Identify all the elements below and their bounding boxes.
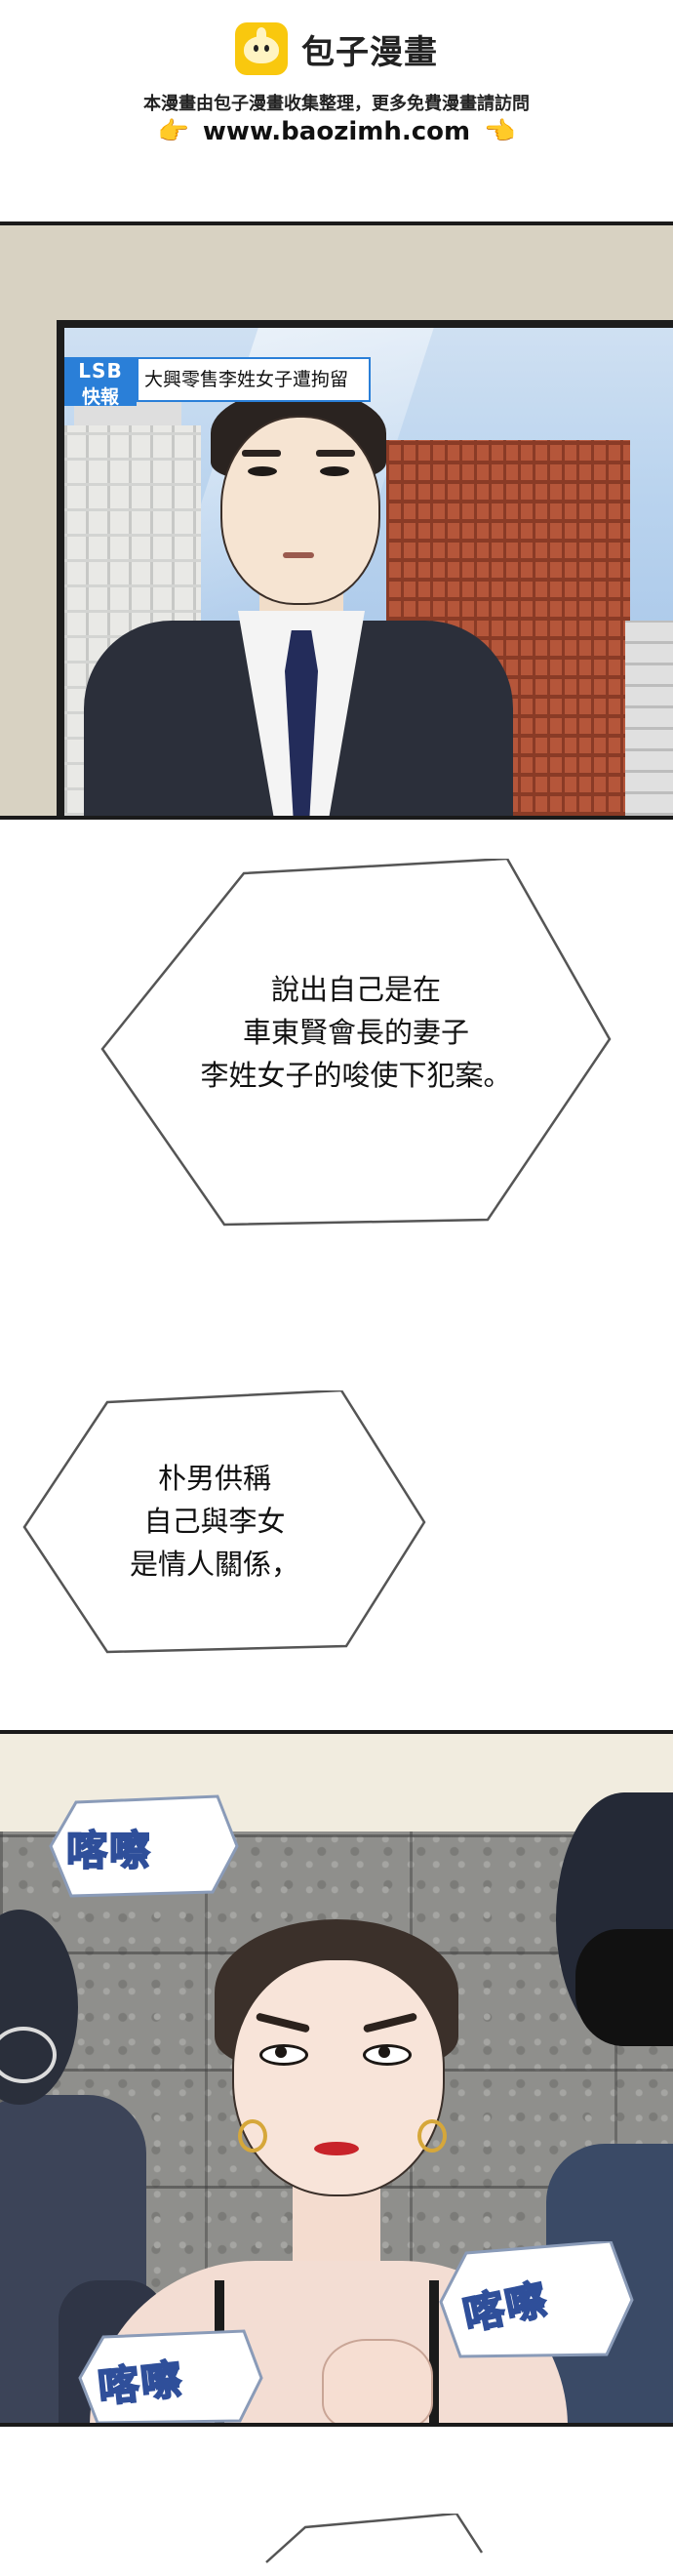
logo-row: 包子漫畫 — [0, 20, 673, 78]
news-headline: 大興零售李姓女子遭拘留 — [137, 357, 371, 402]
news-flash-label: 快報 — [81, 386, 119, 408]
caption-line: 自己與李女 — [143, 1505, 286, 1538]
caption-line: 是情人關係， — [129, 1548, 299, 1581]
pointing-hand-icon: 👉 — [157, 117, 189, 146]
tv-screen: LSB 快報 大興零售李姓女子遭拘留 — [64, 328, 673, 816]
woman-strap — [429, 2280, 439, 2423]
tv-frame: LSB 快報 大興零售李姓女子遭拘留 — [57, 320, 673, 816]
news-channel-name: LSB — [78, 359, 123, 382]
site-url-link[interactable]: www.baozimh.com — [202, 117, 471, 146]
pointing-hand-icon: 👈 — [484, 117, 516, 146]
earring-icon — [238, 2119, 267, 2153]
woman-lips — [314, 2142, 359, 2155]
caption-line: 朴男供稱 — [157, 1462, 271, 1495]
next-caption-box-edge — [261, 2512, 486, 2572]
anchor-face — [220, 416, 380, 605]
anchor-eye — [248, 466, 277, 476]
news-channel-tag: LSB 快報 — [64, 357, 137, 408]
site-row: 👉 www.baozimh.com 👈 — [0, 115, 673, 148]
sfx-text: 喀嚓 — [65, 1826, 153, 1875]
woman-fist — [322, 2339, 433, 2423]
brand-name: 包子漫畫 — [301, 32, 438, 72]
anchor-brow — [316, 450, 355, 457]
tagline: 本漫畫由包子漫畫收集整理，更多免費漫畫請訪問 — [143, 94, 530, 114]
officer-right-mask — [575, 1929, 673, 2046]
sfx-bubble: 喀嚓 — [439, 2241, 634, 2358]
caption-line: 李姓女子的唆使下犯案。 — [200, 1059, 512, 1092]
caption-box-1: 說出自己是在 車東賢會長的妻子 李姓女子的唆使下犯案。 — [98, 859, 614, 1229]
sfx-text: 喀嚓 — [95, 2355, 187, 2413]
sfx-bubble: 喀嚓 — [47, 1792, 242, 1900]
news-broadcast-panel: LSB 快報 大興零售李姓女子遭拘留 — [0, 221, 673, 820]
officer-left-glasses — [0, 2027, 57, 2083]
watermark-header: 包子漫畫 本漫畫由包子漫畫收集整理，更多免費漫畫請訪問 👉 www.baozim… — [0, 0, 673, 166]
anchor-brow — [242, 450, 281, 457]
caption-line: 說出自己是在 — [270, 973, 441, 1006]
earring-icon — [417, 2119, 447, 2153]
anchor-mouth — [283, 552, 314, 558]
anchor-eye — [320, 466, 349, 476]
woman-face — [232, 1958, 445, 2196]
building-right — [625, 621, 673, 816]
woman-pupil — [378, 2046, 390, 2058]
caption-line: 車東賢會長的妻子 — [242, 1016, 469, 1049]
bun-mascot-icon — [235, 22, 288, 75]
caption-box-2: 朴男供稱 自己與李女 是情人關係， — [20, 1390, 429, 1654]
woman-pupil — [275, 2046, 287, 2058]
arrest-panel: 喀嚓 喀嚓 喀嚓 — [0, 1730, 673, 2427]
sfx-bubble: 喀嚓 — [78, 2329, 263, 2423]
